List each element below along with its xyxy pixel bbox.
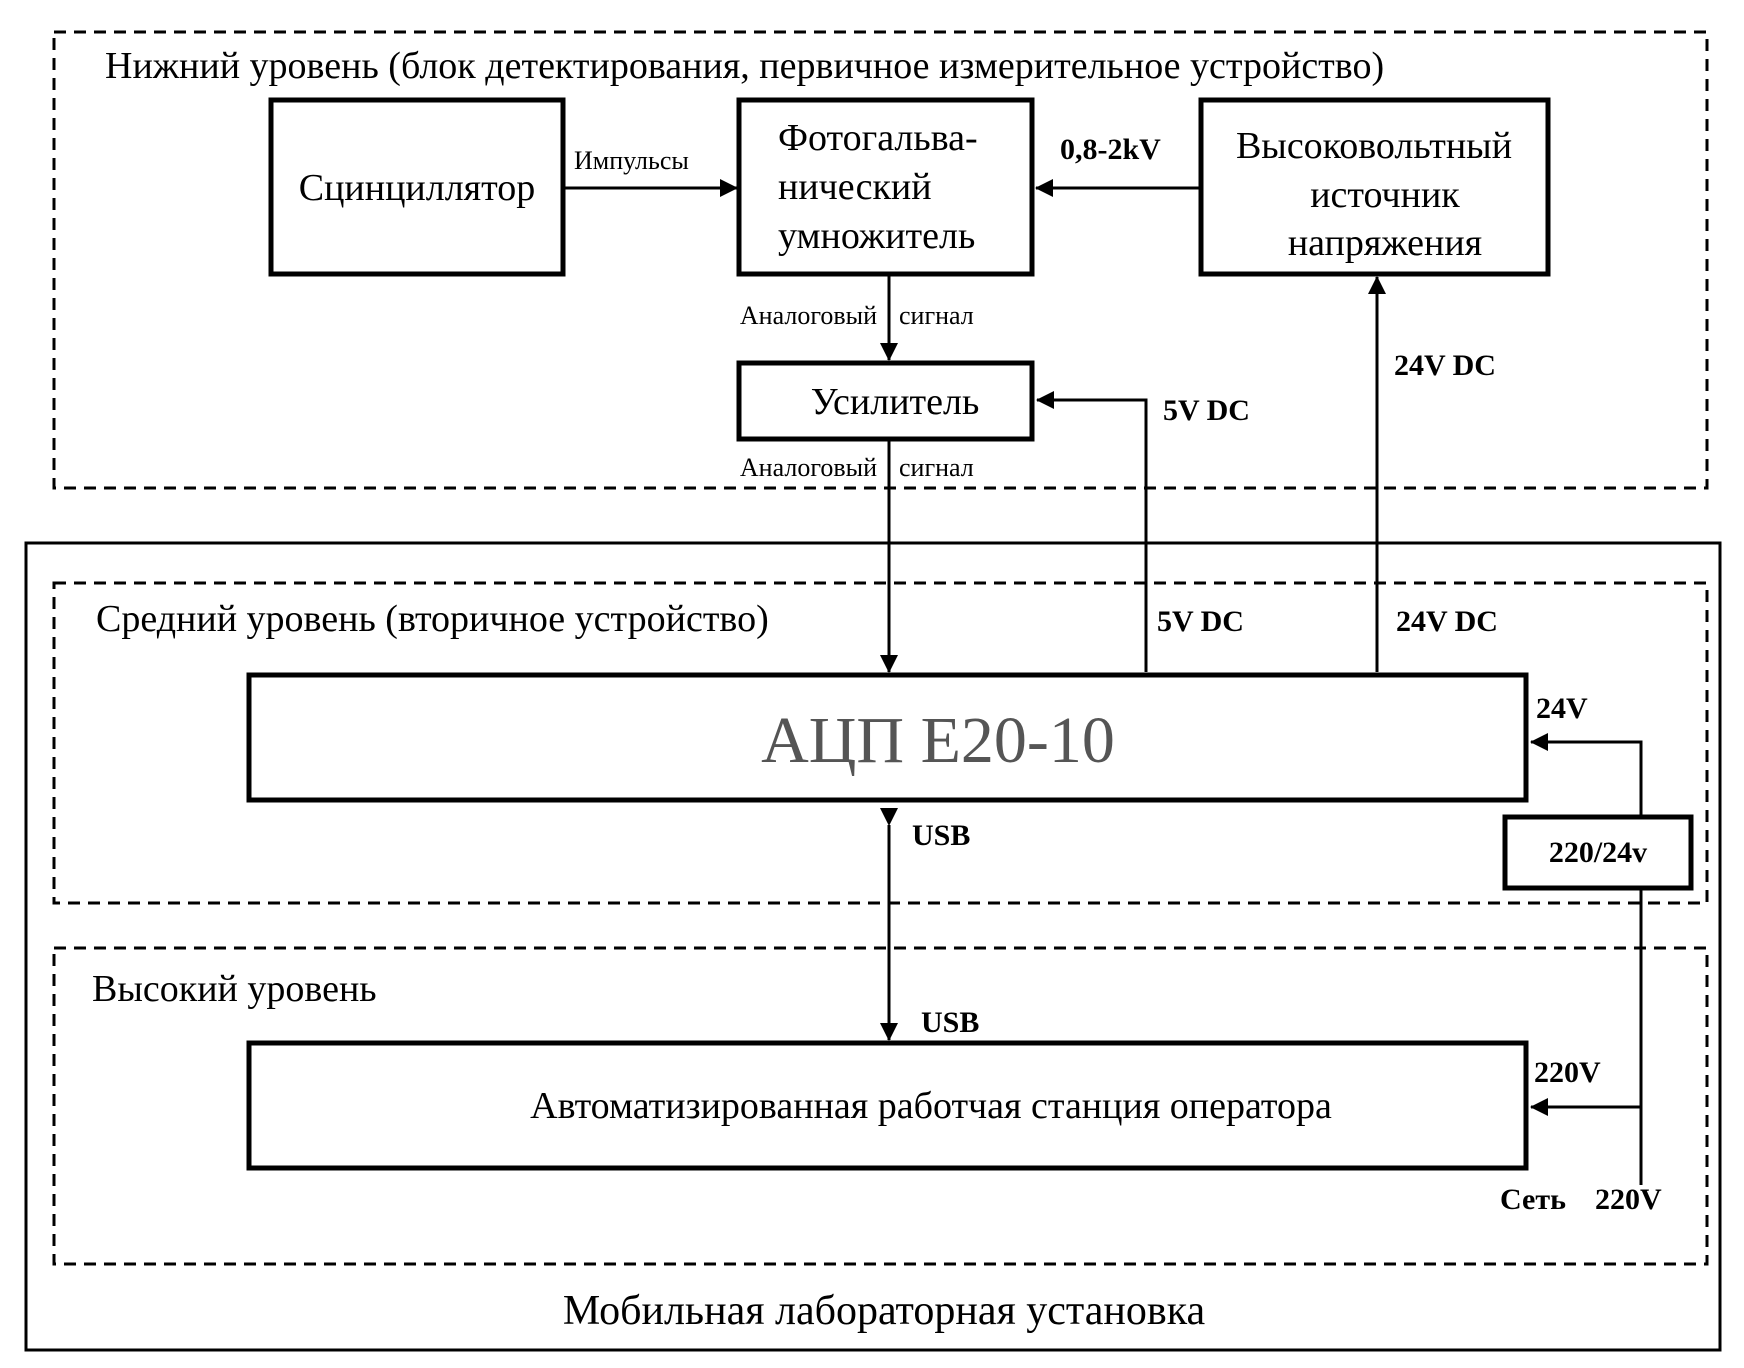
usb-label-top: USB	[912, 819, 970, 852]
workstation-label: Автоматизированная работчая станция опер…	[530, 1085, 1332, 1127]
scintillator-block: Сцинциллятор	[268, 97, 566, 277]
mains-label-b: 220V	[1595, 1183, 1662, 1216]
hv-label: 0,8-2kV	[1060, 133, 1161, 166]
hv-source-block: Высоковольтный источник напряжения	[1198, 97, 1551, 277]
lower-level-title: Нижний уровень (блок детектирования, пер…	[105, 45, 1384, 87]
pmt-block: Фотогальва- нический умножитель	[736, 97, 1035, 277]
scintillator-label: Сцинциллятор	[299, 167, 536, 209]
converter-block: 220/24v	[1502, 814, 1694, 891]
lower-level-region	[52, 30, 1709, 490]
usb-label-bottom: USB	[921, 1006, 979, 1039]
5v-dc-label-middle: 5V DC	[1157, 605, 1244, 638]
amplifier-block: Усилитель	[736, 360, 1035, 442]
analog-signal-label-2b: сигнал	[899, 453, 974, 482]
hv-source-label-line-3: напряжения	[1288, 222, 1482, 264]
analog-signal-label-1b: сигнал	[899, 301, 974, 330]
upper-level-title: Высокий уровень	[92, 968, 377, 1010]
hv-source-label-line-1: Высоковольтный	[1236, 125, 1512, 167]
workstation-block: Автоматизированная работчая станция опер…	[246, 1040, 1529, 1171]
pulses-label: Импульсы	[574, 146, 689, 175]
middle-level-region	[52, 581, 1709, 905]
220v-ws-label: 220V	[1534, 1056, 1601, 1089]
24v-dc-label-middle: 24V DC	[1396, 605, 1498, 638]
analog-signal-label-2a: Аналоговый	[740, 453, 877, 482]
pmt-label-line-2: нический	[778, 166, 932, 208]
hv-source-label-line-2: источник	[1310, 174, 1460, 216]
mobile-lab-caption: Мобильная лабораторная установка	[563, 1288, 1206, 1334]
24v-dc-label-upper: 24V DC	[1394, 349, 1496, 382]
mobile-lab-frame	[24, 541, 1722, 1352]
5v-dc-connector	[1036, 391, 1148, 672]
adc-label: АЦП E20-10	[761, 704, 1115, 777]
5v-dc-label-upper: 5V DC	[1163, 394, 1250, 427]
converter-label: 220/24v	[1549, 836, 1647, 869]
analog-signal-label-1a: Аналоговый	[740, 301, 877, 330]
middle-level-title: Средний уровень (вторичное устройство)	[96, 598, 769, 640]
pmt-label-line-3: умножитель	[778, 215, 975, 257]
mains-label-a: Сеть	[1500, 1183, 1566, 1216]
pmt-label-line-1: Фотогальва-	[778, 117, 978, 159]
amplifier-label: Усилитель	[811, 381, 980, 423]
24v-adc-connector	[1530, 733, 1643, 817]
adc-block: АЦП E20-10	[246, 672, 1529, 803]
24v-adc-label: 24V	[1536, 692, 1588, 725]
